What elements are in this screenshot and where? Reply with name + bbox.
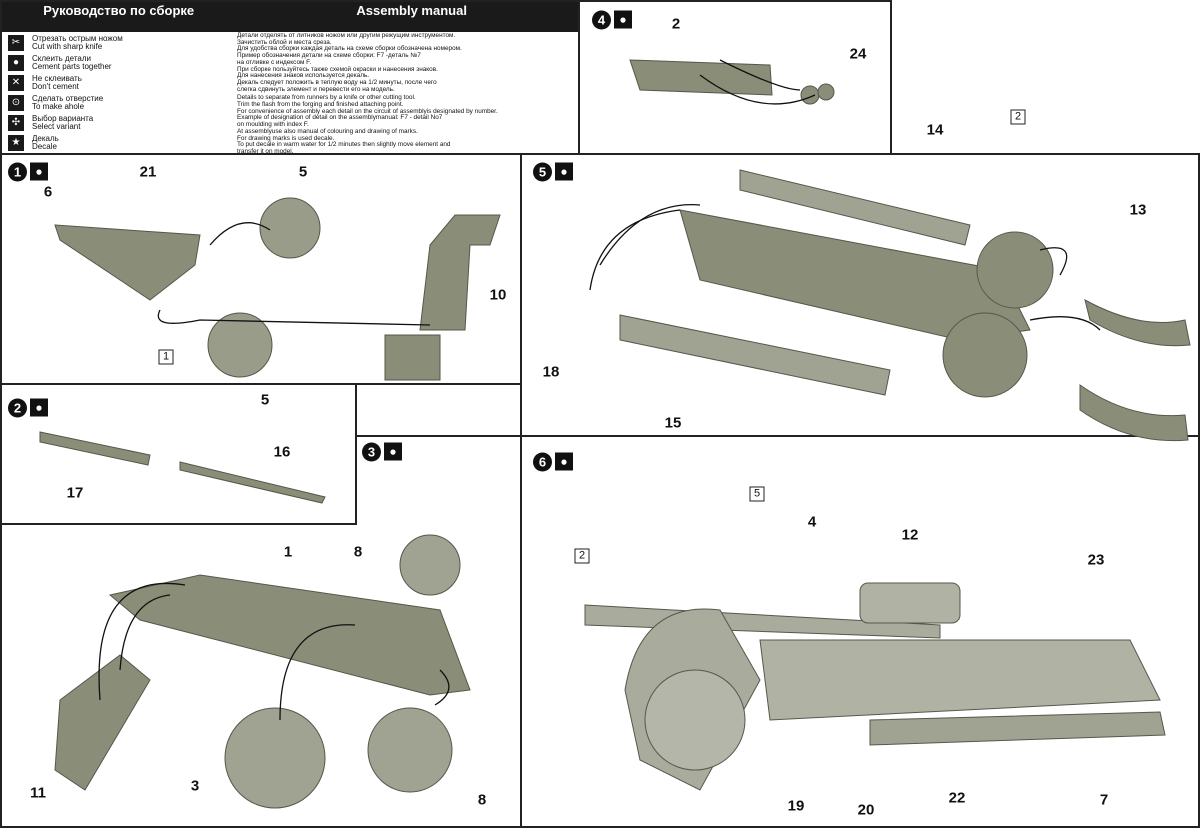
part-ref-box: 2: [574, 548, 590, 564]
instruction-line: transfer it on model.: [237, 147, 294, 155]
part-ref-box: 2: [1010, 109, 1026, 125]
part-label: 11: [30, 784, 46, 802]
instructions: Детали отделять от литников ножом или др…: [237, 32, 579, 156]
instruction-line: Детали отделять от литников ножом или др…: [237, 32, 456, 39]
part-label: 3: [190, 777, 200, 795]
step-3-badge: 3●: [362, 442, 402, 462]
part-label: 18: [542, 363, 560, 381]
instruction-line: At assemblyuse also manual of colouring …: [237, 127, 418, 135]
part-label: 12: [901, 526, 919, 544]
part-label: 17: [66, 484, 84, 502]
part-label: 21: [139, 163, 157, 181]
instruction-line: Для нанесения знаков используется декаль…: [237, 72, 370, 80]
part-label: 22: [948, 789, 966, 807]
step-6-panel: [520, 435, 1200, 828]
instruction-line: For drawing marks is used decale.: [237, 134, 335, 142]
drill-icon: ⊙: [8, 95, 24, 111]
instruction-line: Пример обозначения детали на схеме сборк…: [237, 52, 421, 60]
drop-icon: ●: [614, 10, 632, 29]
instruction-line: на отливке с индексом F.: [237, 58, 312, 66]
part-label: 4: [807, 513, 817, 531]
title-en: Assembly manual: [356, 3, 467, 18]
decal-icon: ★: [8, 135, 24, 151]
drop-icon: ●: [555, 162, 573, 181]
part-label: 16: [273, 443, 291, 461]
step-2-badge: 2●: [8, 398, 48, 418]
instruction-line: Зачистить облой и места среза.: [237, 38, 332, 46]
part-label: 1: [283, 543, 293, 561]
part-label: 8: [353, 543, 363, 561]
step-5-badge: 5●: [533, 162, 573, 182]
part-label: 6: [43, 183, 53, 201]
part-label: 5: [260, 391, 270, 409]
instruction-line: For convenience of assembly each detail …: [237, 107, 498, 115]
step-1-badge: 1●: [8, 162, 48, 182]
drop-icon: ●: [8, 55, 24, 71]
part-ref-box: 1: [158, 349, 174, 365]
part-6-trail: [54, 224, 201, 301]
drop-icon: ●: [30, 162, 48, 181]
part-label: 13: [1129, 201, 1147, 219]
legend-header: Руководство по сборке Assembly manual ✂О…: [0, 0, 580, 155]
instruction-line: To put decale in warm water for 1/2 minu…: [237, 141, 451, 149]
part-label: 14: [926, 121, 944, 139]
instructions-en: Details to separate from runners by a kn…: [237, 95, 579, 155]
instruction-line: слегка сдвинуть элемент и перевести его …: [237, 85, 395, 93]
title-ru: Руководство по сборке: [43, 3, 195, 18]
instructions-ru: Детали отделять от литников ножом или др…: [237, 32, 579, 93]
instruction-line: Для удобства сборки каждая деталь на схе…: [237, 45, 462, 53]
part-2-axle: [629, 59, 773, 96]
part-label: 23: [1087, 551, 1105, 569]
part-label: 24: [849, 45, 867, 63]
part-label: 5: [298, 163, 308, 181]
instruction-line: Trim the flash from the forging and fini…: [237, 101, 404, 109]
no-cement-icon: ✕: [8, 75, 24, 91]
step-2-panel: [0, 383, 357, 525]
drop-icon: ●: [30, 398, 48, 417]
instruction-line: on moulding with index F.: [237, 121, 309, 129]
instruction-line: Details to separate from runners by a kn…: [237, 94, 416, 102]
part-label: 19: [787, 797, 805, 815]
instruction-line: При сборке пользуйтесь также схемой окра…: [237, 65, 438, 73]
part-label: 20: [857, 801, 875, 819]
part-ref-box: 5: [749, 486, 765, 502]
knife-icon: ✂: [8, 35, 24, 51]
part-label: 7: [1099, 791, 1109, 809]
instruction-line: Декаль следует положить в теплую воду на…: [237, 78, 437, 86]
part-label: 10: [489, 286, 507, 304]
part-label: 8: [477, 791, 487, 809]
drop-icon: ●: [555, 452, 573, 471]
step-4-badge: 4●: [592, 10, 632, 30]
variant-icon: ✣: [8, 115, 24, 131]
step-6-badge: 6●: [533, 452, 573, 472]
instruction-line: Example of designation of detail on the …: [237, 114, 443, 122]
part-label: 2: [671, 15, 681, 33]
part-label: 15: [664, 414, 682, 432]
drop-icon: ●: [384, 442, 402, 461]
